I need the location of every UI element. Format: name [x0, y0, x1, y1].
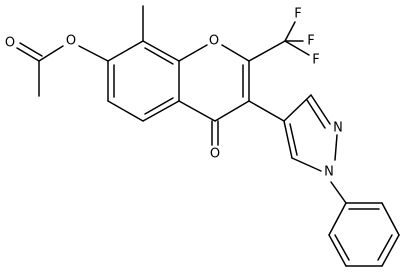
bond-c3-pz4	[248, 100, 285, 122]
bond-pz4-pz5	[283, 120, 293, 159]
bond-ph-2	[381, 202, 400, 236]
bond-c4-c4a	[178, 100, 216, 122]
bond-cf3-f3	[284, 40, 310, 56]
bond-c3-c4	[214, 100, 250, 122]
bond-c4a-c5-inner	[144, 97, 174, 115]
atom-o-ring: O	[209, 34, 219, 49]
bond-ph-3-inner	[377, 234, 393, 261]
bond-n2-pz3	[310, 94, 331, 125]
bond-n2-pz3-inner	[306, 99, 326, 129]
bond-c7-c8	[107, 40, 144, 62]
bond-ph-5	[328, 234, 347, 267]
atom-f1: F	[294, 7, 301, 22]
atom-o-ketone: O	[210, 147, 220, 162]
atom-o-ester: O	[66, 34, 76, 49]
bond-ph-6	[328, 202, 347, 236]
bond-o1-c2	[221, 44, 250, 62]
bond-carbonyl-ester-o	[38, 45, 64, 62]
bond-c8a-o1	[178, 44, 208, 62]
bond-n1-ph-ipso	[330, 181, 347, 204]
bond-c8-c8a-inner	[144, 47, 174, 65]
bond-carbonyl-o-double-b	[19, 42, 43, 57]
bond-c4a-c5	[142, 100, 180, 122]
bond-ph-5-inner	[334, 234, 350, 261]
atom-n2: N	[333, 121, 343, 136]
atom-n1: N	[324, 165, 334, 180]
bond-cf3-f1	[284, 21, 296, 42]
atom-o-carbonyl-ester: O	[5, 36, 15, 51]
bond-c5-c6	[107, 100, 144, 122]
bond-pz4-pz5-inner	[289, 123, 298, 156]
bond-n1-n2	[334, 134, 338, 161]
bond-c8-c8a	[142, 40, 180, 62]
atom-f2: F	[307, 34, 314, 49]
bond-ph-3	[381, 234, 400, 267]
bond-pz5-n1	[291, 157, 322, 172]
bond-ester-o-c7	[78, 45, 109, 62]
bonds	[16, 5, 400, 267]
bond-carbonyl-o-double-a	[16, 47, 40, 62]
atom-labels: O O O O F F F N N	[5, 7, 343, 180]
bond-pz3-pz4	[283, 94, 312, 122]
bond-c2-cf3	[248, 40, 286, 62]
atom-f3: F	[312, 53, 319, 68]
